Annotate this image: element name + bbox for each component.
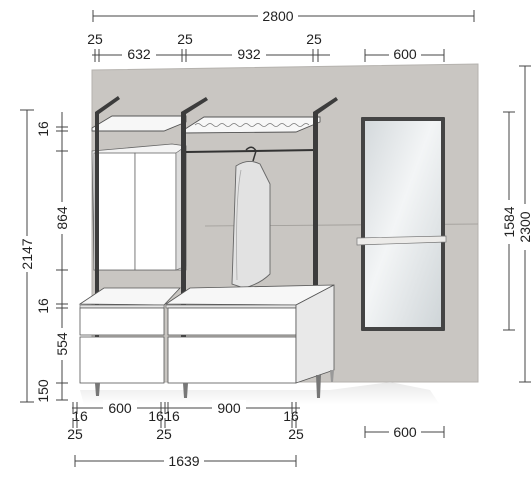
- dim-panel-height: 2300: [517, 211, 532, 242]
- wardrobe-door-right: [134, 152, 177, 271]
- shelf-grille: [194, 123, 310, 127]
- dim-upright-mid-a: 16: [148, 408, 164, 424]
- right-dimensions: 1584 2300: [500, 65, 532, 383]
- dim-wardrobe-height: 864: [54, 206, 70, 230]
- dim-side-gap-left: 25: [87, 31, 103, 47]
- dim-upright-left: 16: [72, 408, 88, 424]
- dim-upright-right: 16: [283, 408, 299, 424]
- upper-shelf-right: [181, 116, 321, 134]
- dim-total-height: 2147: [19, 238, 35, 269]
- mirror-glass: [365, 121, 441, 327]
- dim-mirror-height: 1584: [501, 206, 517, 237]
- drawer-unit-left: [78, 287, 181, 384]
- drawer-unit-right: [164, 284, 335, 384]
- dim-drawer-unit-height: 554: [54, 332, 70, 356]
- drawer-right-lower: [167, 336, 297, 384]
- dim-gap-right: 25: [288, 426, 304, 442]
- drawer-left-upper: [79, 307, 165, 336]
- mirror-shelf: [356, 235, 447, 246]
- dim-mirror-width-bottom: 600: [393, 424, 417, 440]
- legs: [95, 370, 334, 398]
- dim-module-left-width: 632: [127, 46, 151, 62]
- top-dimensions: 2800 25 632 25 932 25 600: [87, 8, 475, 62]
- wardrobe-cabinet: [91, 143, 187, 271]
- dim-gap-left: 25: [67, 426, 83, 442]
- dim-total-width: 2800: [262, 8, 293, 24]
- wardrobe-door-left: [93, 152, 136, 271]
- drawer-left-lower: [79, 336, 165, 384]
- dim-legs-height: 150: [35, 379, 51, 403]
- left-dimensions: 2147 16 864 16 554 150: [18, 109, 71, 403]
- drawer-right-upper: [167, 307, 297, 336]
- dim-side-gap-middle: 25: [177, 31, 193, 47]
- dim-gap-mid: 25: [156, 426, 172, 442]
- dim-lower-top-thickness: 16: [35, 298, 51, 314]
- dim-module-right-width: 932: [237, 46, 261, 62]
- floor-shadow: [80, 382, 440, 405]
- mirror: [356, 117, 447, 331]
- hanging-rail: [185, 149, 317, 153]
- dim-unit-left-width: 600: [108, 400, 132, 416]
- dim-upright-mid-b: 16: [164, 408, 180, 424]
- dim-upper-shelf-thickness: 16: [35, 121, 51, 137]
- dim-unit-right-width: 900: [217, 400, 241, 416]
- dim-total-module-width: 1639: [168, 453, 199, 469]
- dim-mirror-width-top: 600: [393, 46, 417, 62]
- dim-side-gap-right: 25: [306, 31, 322, 47]
- bottom-dimensions: 16 600 16 16 900 16 25 25 25 1639 600: [67, 400, 445, 469]
